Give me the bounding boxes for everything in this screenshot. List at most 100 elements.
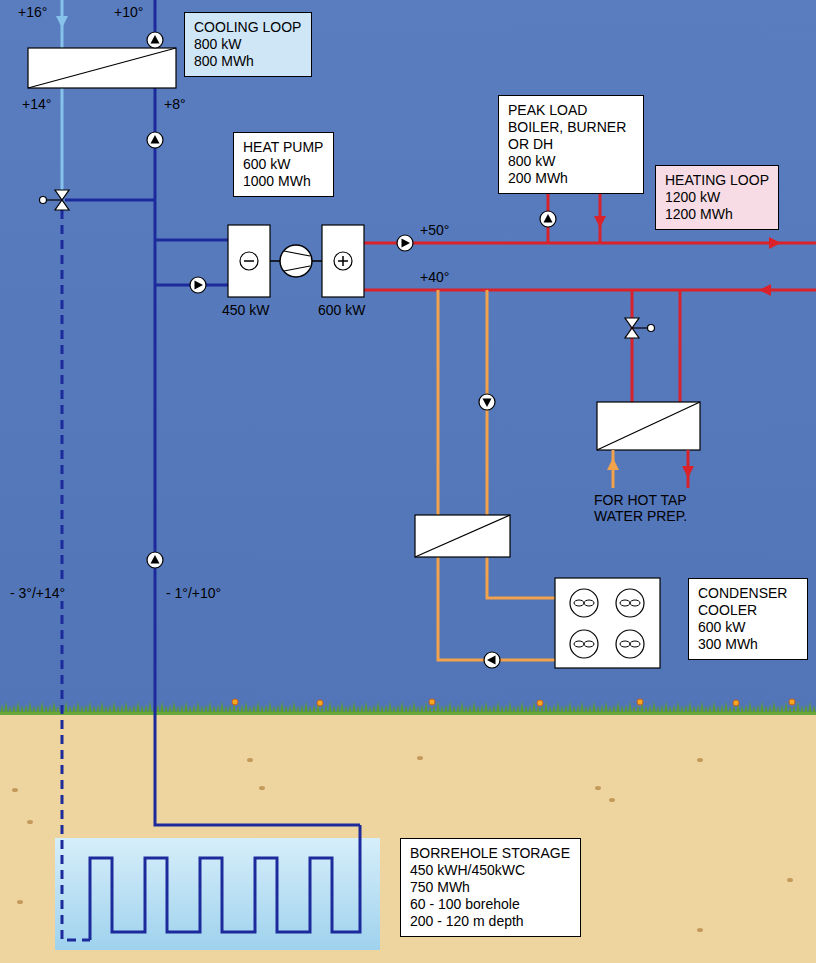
fan-symbol xyxy=(570,589,598,617)
peak-load-box: PEAK LOAD BOILER, BURNER OR DH800 kW200 … xyxy=(498,95,644,194)
minus-symbol xyxy=(240,252,258,270)
gravel xyxy=(417,756,423,760)
fan-blade xyxy=(574,600,584,606)
temperature-label: - 1°/+10° xyxy=(166,585,221,601)
temperature-label: +10° xyxy=(114,4,143,20)
heat-exchanger-diagonal xyxy=(597,402,700,450)
box-heading: CONDENSER COOLER xyxy=(698,585,798,619)
pump-arrow xyxy=(195,281,204,290)
note-label: FOR HOT TAP WATER PREP. xyxy=(594,492,716,524)
grass-line xyxy=(0,712,816,715)
flow-arrow xyxy=(607,458,619,470)
fan-blade xyxy=(584,600,594,606)
refrigerant-line xyxy=(312,260,322,262)
heat-exchanger xyxy=(415,515,510,557)
fan-blade xyxy=(584,641,594,647)
refrigerant-line xyxy=(270,260,280,262)
box-value: 1200 kW xyxy=(665,189,769,206)
flow-arrow xyxy=(56,16,68,28)
valve-stem xyxy=(632,327,647,328)
gravel xyxy=(697,928,703,932)
box-heading: PEAK LOAD BOILER, BURNER OR DH xyxy=(508,102,634,153)
valve-symbol xyxy=(625,328,639,338)
flower xyxy=(733,700,739,706)
fan-symbol xyxy=(616,589,644,617)
gravel xyxy=(247,758,253,762)
box-value: 800 kW xyxy=(194,36,302,53)
box-value: 300 MWh xyxy=(698,636,798,653)
cooler-pipe xyxy=(438,557,555,660)
compressor-symbol xyxy=(284,251,310,256)
valve-handle xyxy=(40,197,47,204)
heat-exchanger-diagonal xyxy=(415,515,510,557)
dashed-pipe xyxy=(62,210,90,940)
gravel xyxy=(17,900,23,904)
evaporator xyxy=(228,225,270,297)
compressor-symbol xyxy=(284,266,310,271)
box-heading: HEATING LOOP xyxy=(665,172,769,189)
flower xyxy=(317,700,323,706)
borehole-storage-box: BORREHOLE STORAGE450 kWH/450kWC750 MWh60… xyxy=(400,838,581,937)
cooling-pipe xyxy=(61,0,64,192)
fan-blade xyxy=(620,641,630,647)
fan-symbol xyxy=(616,630,644,658)
gravel xyxy=(595,786,601,790)
heat-pump-box: HEAT PUMP600 kW1000 MWh xyxy=(233,132,334,197)
valve-stem xyxy=(47,199,62,200)
cooler-pipe xyxy=(437,290,440,515)
heat-exchanger xyxy=(28,48,176,88)
pump-symbol xyxy=(147,32,163,48)
gravel xyxy=(12,788,18,792)
power-label: 450 kW xyxy=(222,302,269,318)
flower xyxy=(429,699,435,705)
brine-pipe xyxy=(155,0,360,825)
temperature-label: +40° xyxy=(420,269,449,285)
gravel xyxy=(697,758,703,762)
valve-symbol xyxy=(55,190,69,200)
gravel xyxy=(787,878,793,882)
pump-symbol xyxy=(147,552,163,568)
box-value: 750 MWh xyxy=(410,879,571,896)
box-value: 60 - 100 borehole xyxy=(410,896,571,913)
borehole-loop xyxy=(90,825,360,940)
condenser xyxy=(322,225,364,297)
fan-blade xyxy=(630,600,640,606)
fan-blade xyxy=(574,641,584,647)
box-value: 450 kWH/450kWC xyxy=(410,862,571,879)
pump-symbol xyxy=(540,211,556,227)
supply-pipe xyxy=(364,242,816,245)
plus-symbol xyxy=(342,256,344,266)
fan-symbol xyxy=(570,630,598,658)
valve-symbol xyxy=(55,200,69,210)
compressor-symbol xyxy=(280,245,312,277)
box-value: 200 - 120 m depth xyxy=(410,913,571,930)
box-value: 200 MWh xyxy=(508,170,634,187)
plus-symbol xyxy=(334,252,352,270)
flow-arrow xyxy=(769,237,781,249)
box-value: 1000 MWh xyxy=(243,173,324,190)
condenser-cooler-box: CONDENSER COOLER600 kW300 MWh xyxy=(688,578,808,660)
cooling-loop-box: COOLING LOOP800 kW800 MWh xyxy=(184,12,312,77)
temperature-label: +14° xyxy=(22,96,51,112)
tap-water-pipe xyxy=(679,290,682,402)
box-heading: COOLING LOOP xyxy=(194,19,302,36)
pump-symbol xyxy=(484,652,500,668)
box-value: 600 kW xyxy=(698,619,798,636)
pump-arrow xyxy=(544,214,553,223)
pump-arrow xyxy=(151,135,160,144)
box-value: 600 kW xyxy=(243,156,324,173)
fan-blade xyxy=(630,641,640,647)
temperature-label: +8° xyxy=(164,96,186,112)
gravel xyxy=(259,786,265,790)
temperature-label: +16° xyxy=(18,4,47,20)
pump-arrow xyxy=(151,555,160,564)
grass xyxy=(0,700,816,714)
pump-symbol xyxy=(479,394,495,410)
flow-arrow xyxy=(682,466,694,478)
gravel xyxy=(27,820,33,824)
box-value: 800 MWh xyxy=(194,53,302,70)
flower xyxy=(537,700,543,706)
heating-loop-box: HEATING LOOP1200 kW1200 MWh xyxy=(655,165,779,230)
pump-arrow xyxy=(402,239,411,248)
power-label: 600 kW xyxy=(318,302,365,318)
